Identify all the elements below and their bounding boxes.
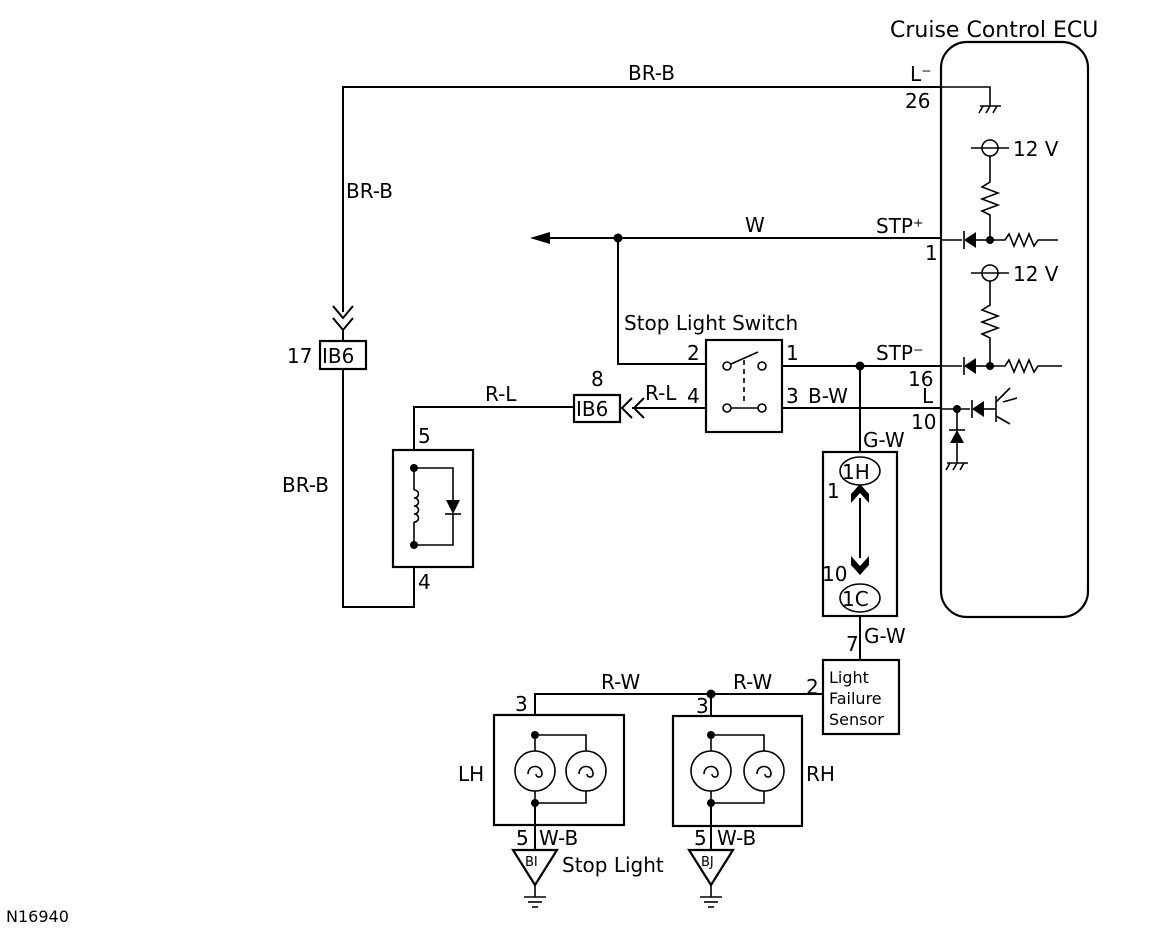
rh-pin-3: 3 <box>696 694 709 718</box>
stop-light-switch-title: Stop Light Switch <box>624 311 798 335</box>
stop-light-switch: Stop Light Switch 2 1 4 3 <box>624 311 799 434</box>
wire-label-wb-left: W-B <box>539 826 578 850</box>
switch-pin-4: 4 <box>687 384 700 408</box>
lfs-line-2: Failure <box>829 689 882 708</box>
ecu-supply-a: 12 V <box>971 137 1059 249</box>
lfs-pin-7: 7 <box>846 632 859 656</box>
ecu-pin-10: 10 <box>911 410 936 434</box>
ground-bi-label: BI <box>525 855 538 870</box>
relay: 5 4 <box>391 424 475 594</box>
ecu-pin-16: 16 <box>908 367 933 391</box>
b-w-wire: B-W <box>782 384 941 409</box>
br-b-circuit: BR-B BR-B IB6 17 BR-B <box>282 61 941 608</box>
ground-bj-label: BJ <box>701 855 714 870</box>
switch-pin-1: 1 <box>786 341 799 365</box>
junction-pin-10: 10 <box>822 562 847 586</box>
ecu-title: Cruise Control ECU <box>890 18 1098 43</box>
lh-pin-3: 3 <box>515 692 528 716</box>
diagram-id: N16940 <box>6 907 69 926</box>
wire-label-rw-left: R-W <box>601 670 640 694</box>
w-wire: W <box>530 213 941 365</box>
ground-bi: 5 W-B BI <box>511 826 578 908</box>
wire-label-left-br-b: BR-B <box>346 179 393 203</box>
light-failure-sensor: 7 G-W Light Failure Sensor 2 <box>806 616 906 736</box>
ecu-terminal-stp-plus: STP⁺ <box>876 214 924 238</box>
ecu-supply-a-label: 12 V <box>1013 137 1059 161</box>
rh-pin-5: 5 <box>694 826 707 850</box>
pin-17: 17 <box>287 344 312 368</box>
wire-label-gw-top: G-W <box>863 428 905 452</box>
lh-pin-5: 5 <box>516 826 529 850</box>
lfs-line-1: Light <box>829 668 869 687</box>
wire-label-w: W <box>745 213 765 237</box>
ground-bj: 5 W-B BJ <box>687 826 756 908</box>
connector-1c: 1C <box>842 587 869 611</box>
ecu-pin-1: 1 <box>925 241 938 265</box>
lfs-pin-2: 2 <box>806 675 819 699</box>
ecu-stp-minus-diode <box>941 357 990 375</box>
wire-label-rw-right: R-W <box>733 670 772 694</box>
wire-label-bw: B-W <box>808 384 848 408</box>
stop-light-lh: LH <box>458 713 626 850</box>
ecu-stp-plus-diode <box>941 231 990 249</box>
ecu-ground-26 <box>941 86 1001 114</box>
switch-pin-2: 2 <box>687 341 700 365</box>
junction-connector: 1H 1 10 1C <box>821 450 899 618</box>
lamp-rh-label: RH <box>806 762 835 786</box>
wire-label-rl-mid: R-L <box>645 381 677 405</box>
cruise-control-ecu: Cruise Control ECU 12 V <box>876 18 1098 619</box>
ecu-supply-b-label: 12 V <box>1013 262 1059 286</box>
connector-1h: 1H <box>842 460 870 484</box>
stop-light-caption: Stop Light <box>562 853 664 877</box>
connector-ib6-left: IB6 <box>322 344 354 368</box>
pin-8: 8 <box>591 367 604 391</box>
ecu-pin-26: 26 <box>905 89 930 113</box>
stop-light-rh: RH <box>671 714 835 850</box>
wire-label-wb-right: W-B <box>717 826 756 850</box>
r-l-circuit: R-L IB6 8 R-L <box>413 367 706 450</box>
ecu-terminal-stp-minus: STP⁻ <box>876 341 924 365</box>
lfs-line-3: Sensor <box>829 710 884 729</box>
wire-label-gw-bottom: G-W <box>864 624 906 648</box>
wire-label-rl-left: R-L <box>485 382 517 406</box>
wire-label-top-br-b: BR-B <box>628 61 675 85</box>
ecu-terminal-l: L <box>922 384 934 408</box>
lamp-lh-label: LH <box>458 762 484 786</box>
relay-pin-4: 4 <box>418 570 431 594</box>
wire-label-lower-br-b: BR-B <box>282 473 329 497</box>
ecu-terminal-l-minus: L⁻ <box>910 62 932 86</box>
relay-pin-5: 5 <box>418 424 431 448</box>
ecu-transistor <box>941 387 1018 471</box>
switch-pin-3: 3 <box>786 384 799 408</box>
junction-pin-1: 1 <box>827 479 840 503</box>
connector-ib6-mid: IB6 <box>576 397 608 421</box>
